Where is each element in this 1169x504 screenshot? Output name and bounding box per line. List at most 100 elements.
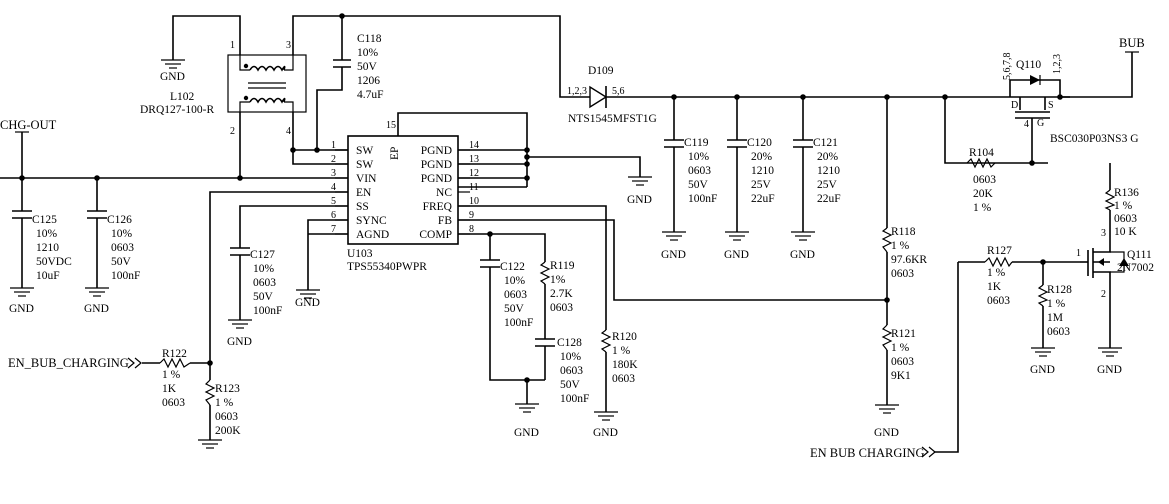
- mosfet-q111: 3 1 2 Q111 2N7002: [1076, 228, 1154, 300]
- ic-right-pin-name: FB: [438, 215, 452, 227]
- svg-text:1,2,3: 1,2,3: [567, 86, 587, 97]
- svg-text:1 %: 1 %: [973, 202, 992, 214]
- net-labels: CHG-OUT BUB EN_BUB_CHARGING EN BUB CHARG…: [0, 36, 1145, 460]
- ic-right-pin-number: 10: [469, 196, 479, 207]
- svg-text:50V: 50V: [688, 179, 709, 191]
- svg-text:3: 3: [1101, 228, 1106, 239]
- c120-symbol: [727, 139, 747, 148]
- svg-text:R121: R121: [891, 328, 916, 340]
- svg-text:R120: R120: [612, 331, 637, 343]
- svg-text:1%: 1%: [550, 274, 566, 286]
- ic-left-pin-number: 7: [331, 224, 336, 235]
- svg-text:GND: GND: [227, 336, 252, 348]
- svg-text:100nF: 100nF: [111, 270, 140, 282]
- c122-symbol: [480, 259, 500, 268]
- ic-left-pin-number: 4: [331, 182, 336, 193]
- svg-text:GND: GND: [1030, 364, 1055, 376]
- svg-text:0603: 0603: [162, 397, 185, 409]
- ic-right-pin-name: PGND: [421, 145, 452, 157]
- svg-text:1K: 1K: [987, 281, 1002, 293]
- svg-text:C125: C125: [32, 214, 57, 226]
- svg-text:NTS1545MFST1G: NTS1545MFST1G: [568, 113, 657, 125]
- ic-left-pin-name: VIN: [356, 173, 377, 185]
- svg-text:25V: 25V: [817, 179, 838, 191]
- svg-text:1 %: 1 %: [162, 369, 181, 381]
- svg-text:GND: GND: [790, 249, 815, 261]
- svg-text:2N7002: 2N7002: [1117, 262, 1154, 274]
- svg-text:1206: 1206: [357, 75, 380, 87]
- svg-text:L102: L102: [170, 91, 195, 103]
- ic-left-pin-number: 5: [331, 196, 336, 207]
- c127-symbol: [230, 247, 250, 256]
- svg-text:0603: 0603: [973, 174, 996, 186]
- svg-text:50V: 50V: [504, 303, 525, 315]
- svg-text:50V: 50V: [253, 291, 274, 303]
- svg-text:0603: 0603: [688, 165, 711, 177]
- bub-label: BUB: [1119, 36, 1145, 50]
- c128-symbol: [535, 338, 555, 347]
- svg-text:1M: 1M: [1047, 312, 1063, 324]
- svg-text:20K: 20K: [973, 188, 994, 200]
- port-arrows: [15, 51, 1139, 458]
- ic-right-pin-name: COMP: [419, 229, 452, 241]
- svg-text:GND: GND: [661, 249, 686, 261]
- ic-right-pin-name: PGND: [421, 173, 452, 185]
- svg-text:EP: EP: [389, 147, 401, 160]
- r128-symbol: [1037, 284, 1049, 307]
- svg-text:1 %: 1 %: [1114, 200, 1133, 212]
- wires: [0, 15, 1133, 453]
- ic-left-pin-name: SW: [356, 145, 373, 157]
- ic-left-pin-name: AGND: [356, 229, 389, 241]
- svg-text:1 %: 1 %: [1047, 298, 1066, 310]
- svg-text:0603: 0603: [987, 295, 1010, 307]
- svg-text:50V: 50V: [560, 379, 581, 391]
- svg-text:1K: 1K: [162, 383, 177, 395]
- ic-right-pin-name: NC: [436, 187, 452, 199]
- diode-d109: 1,2,3 5,6 D109 NTS1545MFST1G: [567, 65, 657, 125]
- svg-text:C122: C122: [500, 261, 525, 273]
- svg-text:0603: 0603: [550, 302, 573, 314]
- svg-text:2: 2: [230, 126, 235, 137]
- svg-text:10%: 10%: [504, 275, 526, 287]
- svg-text:25V: 25V: [751, 179, 772, 191]
- svg-text:15: 15: [386, 120, 396, 131]
- svg-text:C128: C128: [557, 337, 582, 349]
- svg-text:10 K: 10 K: [1114, 226, 1137, 238]
- ic-right-pin-name: PGND: [421, 159, 452, 171]
- svg-text:10%: 10%: [560, 351, 582, 363]
- r104-symbol: [966, 157, 996, 169]
- svg-text:50V: 50V: [111, 256, 132, 268]
- svg-text:20%: 20%: [751, 151, 773, 163]
- ic-left-pin-number: 2: [331, 154, 336, 165]
- chg-out-label: CHG-OUT: [0, 118, 57, 132]
- svg-text:1 %: 1 %: [891, 342, 910, 354]
- svg-text:9K1: 9K1: [891, 370, 911, 382]
- svg-text:C118: C118: [357, 33, 382, 45]
- ic-right-pin-number: 11: [469, 182, 479, 193]
- svg-text:97.6KR: 97.6KR: [891, 254, 927, 266]
- svg-text:C120: C120: [747, 137, 772, 149]
- en-bub-charging-left-label: EN_BUB_CHARGING: [8, 356, 129, 370]
- svg-text:GND: GND: [160, 71, 185, 83]
- c125-symbol: [12, 210, 32, 219]
- ic-right-pin-number: 8: [469, 224, 474, 235]
- svg-text:1210: 1210: [36, 242, 59, 254]
- svg-text:0603: 0603: [253, 277, 276, 289]
- svg-text:0603: 0603: [215, 411, 238, 423]
- svg-text:GND: GND: [874, 427, 899, 439]
- svg-text:R127: R127: [987, 245, 1012, 257]
- c126-symbol: [87, 210, 107, 219]
- svg-text:100nF: 100nF: [688, 193, 717, 205]
